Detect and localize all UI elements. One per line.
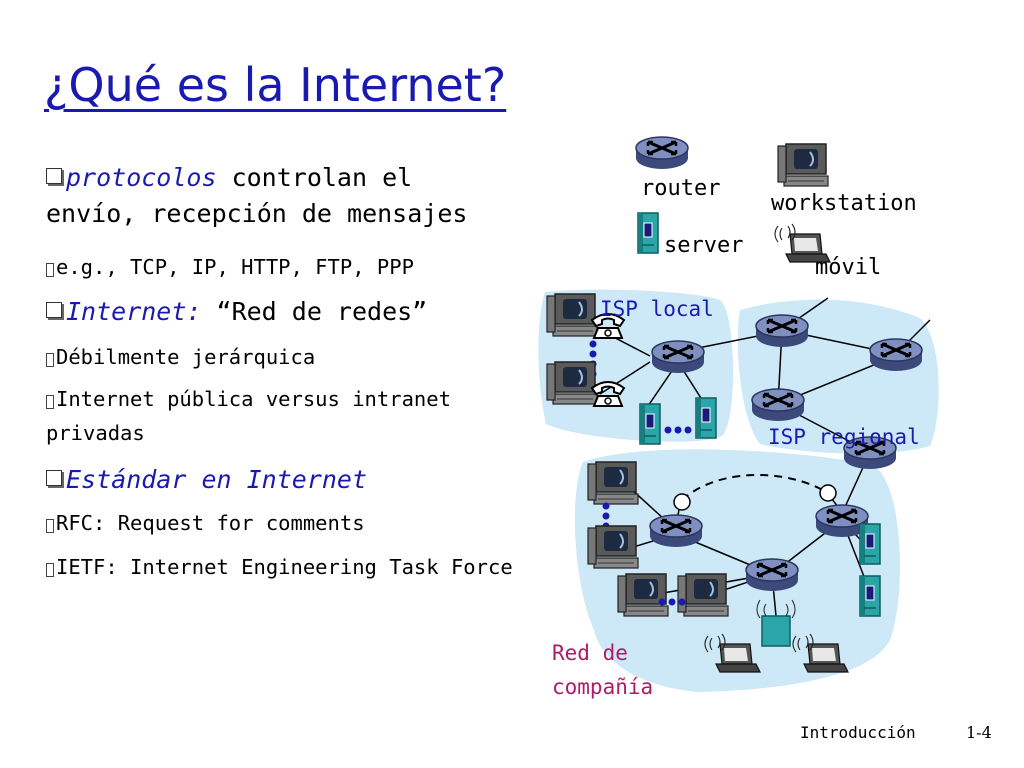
company-router-icon [744, 557, 800, 593]
legend-router-label: router [641, 176, 720, 201]
legend-mobile-label: móvil [815, 255, 881, 280]
sub-bullet-text: Débilmente jerárquica [56, 345, 316, 369]
bullet-standards: Estándar en Internet [46, 462, 516, 498]
legend-server-icon [637, 212, 659, 254]
bullet-emphasis: Internet: [66, 297, 202, 326]
isp-regional-label: ISP regional [768, 425, 920, 449]
legend-workstation-icon [777, 143, 829, 187]
isp-local-server-icon [639, 403, 661, 445]
isp-regional-router-icon [754, 313, 810, 349]
sub-bullet-ietf: IETF: Internet Engineering Task Force [46, 550, 516, 584]
bullet-emphasis: Estándar en Internet [66, 465, 368, 494]
company-server-icon [859, 523, 881, 565]
horizontal-ellipsis-icon [658, 598, 686, 606]
company-network-cloud [574, 449, 901, 692]
sub-bullet-hierarchical: Débilmente jerárquica [46, 340, 516, 374]
isp-regional-router-icon [750, 387, 806, 423]
wireless-signal-icon [756, 599, 796, 619]
wireless-base-station-icon [761, 615, 791, 647]
footer-page-number: 1-4 [966, 723, 992, 742]
bullet-emphasis: protocolos [66, 163, 217, 192]
company-label-line1: Red de [552, 641, 628, 665]
footer-section: Introducción [800, 723, 916, 742]
sub-bullet-icon [46, 263, 54, 277]
isp-regional-router-icon [868, 337, 924, 373]
sub-bullet-icon [46, 395, 54, 409]
horizontal-ellipsis-icon [664, 426, 692, 434]
legend-router-icon [634, 135, 690, 171]
company-label-line2: compañía [552, 675, 653, 699]
isp-local-server-icon [695, 397, 717, 439]
satellite-dish-icon [673, 493, 691, 511]
legend-server-label: server [664, 233, 743, 258]
company-router-icon [648, 513, 704, 549]
company-workstation-icon [677, 573, 729, 617]
sub-bullet-rfc: RFC: Request for comments [46, 506, 516, 540]
company-workstation-icon [587, 461, 639, 505]
satellite-dish-icon [819, 484, 837, 502]
checkbox-bullet-icon [46, 470, 62, 486]
sub-bullet-text: IETF: Internet Engineering Task Force [56, 555, 513, 579]
sub-bullet-icon [46, 563, 54, 577]
bullet-text: controlan el envío, recepción de mensaje… [46, 163, 468, 228]
isp-local-workstation-icon [546, 361, 598, 405]
page-title: ¿Qué es la Internet? [44, 58, 507, 112]
sub-bullet-icon [46, 519, 54, 533]
company-server-icon [859, 575, 881, 617]
bullet-text: “Red de redes” [201, 297, 428, 326]
sub-bullet-icon [46, 353, 54, 367]
checkbox-bullet-icon [46, 168, 62, 184]
company-workstation-icon [617, 573, 669, 617]
bullet-protocols: protocolos controlan el envío, recepción… [46, 160, 516, 232]
isp-local-workstation-icon [546, 293, 598, 337]
sub-bullet-protocols-examples: e.g., TCP, IP, HTTP, FTP, PPP [46, 250, 516, 284]
company-workstation-icon [587, 525, 639, 569]
isp-local-router-icon [650, 339, 706, 375]
sub-bullet-text: Internet pública versus intranet privada… [46, 387, 451, 445]
sub-bullet-public-private: Internet pública versus intranet privada… [46, 382, 516, 450]
bullet-internet: Internet: “Red de redes” [46, 294, 516, 330]
legend-workstation-label: workstation [771, 191, 917, 216]
checkbox-bullet-icon [46, 302, 62, 318]
sub-bullet-text: RFC: Request for comments [56, 511, 365, 535]
isp-local-label: ISP local [600, 297, 714, 321]
sub-bullet-text: e.g., TCP, IP, HTTP, FTP, PPP [56, 255, 414, 279]
